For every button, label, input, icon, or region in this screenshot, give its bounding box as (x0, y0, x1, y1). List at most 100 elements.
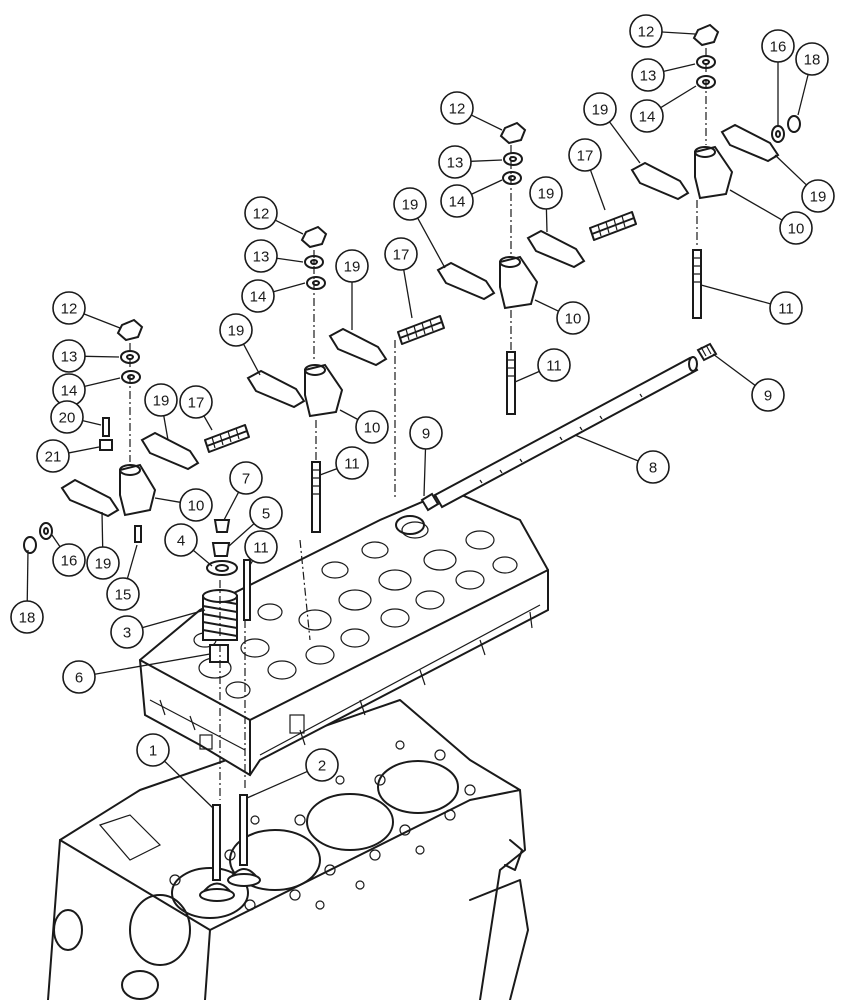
callout-6: 6 (62, 660, 96, 694)
callout-circle (801, 179, 835, 213)
callout-labels: 1234567899101010101111111112121212131313… (10, 14, 835, 782)
callout-3: 3 (110, 615, 144, 649)
leader-line-2 (246, 770, 308, 799)
callout-number: 12 (449, 101, 466, 118)
rocker-spring (204, 211, 637, 453)
rocker-arm (60, 123, 780, 518)
callout-12: 12 (244, 196, 278, 230)
callout-circle (144, 383, 178, 417)
callout-circle (219, 313, 253, 347)
callout-number: 19 (810, 189, 827, 206)
callout-19: 19 (529, 176, 563, 210)
callout-number: 10 (788, 221, 805, 238)
callout-number: 19 (228, 323, 245, 340)
leader-line-11 (700, 284, 771, 305)
callout-number: 16 (770, 39, 787, 56)
callout-circle (751, 378, 785, 412)
callout-number: 14 (61, 383, 78, 400)
leader-line-12 (661, 31, 696, 35)
leader-line-10 (534, 299, 559, 312)
rocker-shaft (433, 356, 699, 509)
callout-number: 18 (804, 52, 821, 69)
callout-number: 12 (253, 206, 270, 223)
leader-line-21 (68, 446, 100, 454)
callout-number: 18 (19, 610, 36, 627)
callout-17: 17 (384, 237, 418, 271)
callout-number: 11 (546, 358, 562, 375)
rocker-support-bracket (119, 145, 734, 517)
callout-circle (355, 410, 389, 444)
callout-circle (136, 733, 170, 767)
valve-seal (209, 644, 229, 663)
callout-9: 9 (751, 378, 785, 412)
callout-number: 19 (402, 197, 419, 214)
callout-11: 11 (537, 348, 571, 382)
leader-line-6 (94, 653, 211, 675)
callout-circle (62, 660, 96, 694)
leader-line-8 (574, 434, 639, 462)
shaft-plug (420, 342, 718, 512)
callout-19: 19 (219, 313, 253, 347)
callout-number: 13 (447, 155, 464, 172)
leader-line-20 (82, 420, 102, 426)
callout-circle (164, 523, 198, 557)
callout-18: 18 (10, 600, 44, 634)
callout-number: 19 (538, 186, 555, 203)
head-stud (243, 249, 702, 621)
callout-11: 11 (244, 530, 278, 564)
callout-19: 19 (335, 249, 369, 283)
leader-line-3 (142, 609, 206, 629)
callout-number: 11 (778, 301, 794, 318)
leader-line-14 (660, 85, 697, 109)
callout-number: 11 (344, 456, 360, 473)
callout-4: 4 (164, 523, 198, 557)
callout-number: 12 (61, 301, 78, 318)
head-ports (193, 521, 518, 699)
callout-13: 13 (52, 339, 86, 373)
callout-number: 9 (764, 388, 772, 405)
callout-2: 2 (305, 748, 339, 782)
alignment-lines (129, 48, 707, 800)
intake-valve (199, 804, 235, 902)
callout-9: 9 (409, 416, 443, 450)
leader-line-11 (514, 370, 540, 383)
callout-circle (52, 543, 86, 577)
leader-line-13 (663, 63, 696, 72)
callout-number: 20 (59, 410, 76, 427)
valve-keeper (211, 542, 231, 557)
leader-line-10 (729, 189, 783, 221)
callout-number: 2 (318, 758, 326, 775)
leader-line-1 (164, 760, 214, 809)
callout-circle (636, 450, 670, 484)
callout-12: 12 (629, 14, 663, 48)
callout-circle (229, 461, 263, 495)
leader-line-12 (83, 313, 121, 329)
leader-line-12 (471, 114, 503, 131)
callout-20: 20 (50, 400, 84, 434)
callout-circle (630, 99, 664, 133)
callout-8: 8 (636, 450, 670, 484)
callout-number: 13 (61, 349, 78, 366)
callout-10: 10 (779, 211, 813, 245)
callout-number: 16 (61, 553, 78, 570)
cylinder-head (138, 488, 549, 777)
leader-line-14 (471, 179, 503, 195)
callout-11: 11 (769, 291, 803, 325)
leader-line-18 (797, 74, 809, 116)
callout-circle (779, 211, 813, 245)
callout-number: 17 (577, 148, 594, 165)
callout-circle (438, 145, 472, 179)
callout-circle (244, 196, 278, 230)
callout-number: 13 (640, 68, 657, 85)
callout-number: 10 (565, 311, 582, 328)
callout-circle (244, 530, 278, 564)
leader-line-10 (339, 409, 359, 421)
callout-circle (631, 58, 665, 92)
callout-17: 17 (568, 138, 602, 172)
callout-21: 21 (36, 439, 70, 473)
callout-1: 1 (136, 733, 170, 767)
callout-15: 15 (106, 577, 140, 611)
callout-14: 14 (440, 184, 474, 218)
callout-circle (384, 237, 418, 271)
callout-circle (305, 748, 339, 782)
